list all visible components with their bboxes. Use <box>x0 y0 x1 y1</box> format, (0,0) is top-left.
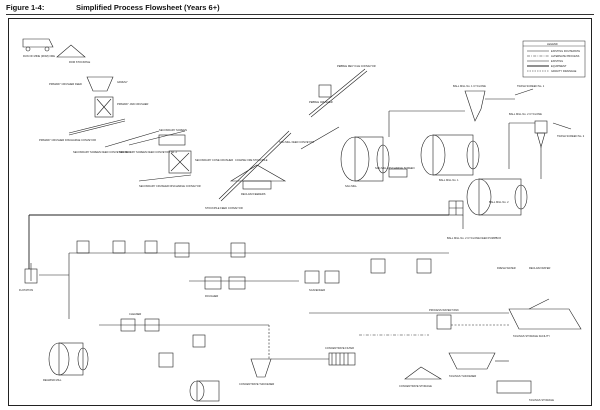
figure-number: Figure 1-4: <box>6 3 45 12</box>
legend-item: EQUIPMENT <box>551 64 567 68</box>
pebble-crusher <box>318 84 332 98</box>
cleaner-cells <box>120 318 206 368</box>
secondary-screen-conveyors <box>104 130 186 148</box>
label-sag-mill: SAG MILL <box>345 184 358 188</box>
label-tailings-thickener: TAILINGS THICKENER <box>449 374 476 378</box>
figure-header: Figure 1-4: Simplified Process Flowsheet… <box>6 3 596 15</box>
regrind-mill <box>48 342 89 376</box>
label-sag-feed: SAG MILL FEED CONVEYOR <box>279 140 314 144</box>
tailings-storage-facility <box>508 298 582 330</box>
coarse-ore-stockpile <box>229 164 287 190</box>
label-run-of-mine: RUN OF MINE (ROM) ORE <box>23 54 55 58</box>
label-cyclone-1: BALL MILL No. 1 CYCLONE <box>453 84 486 88</box>
label-conc-filter: CONCENTRATE FILTER <box>325 346 354 350</box>
sag-mill-feed-conveyor <box>300 126 340 150</box>
trash-screen-2 <box>552 122 572 130</box>
cyclone-feed-pumpbox <box>448 200 464 216</box>
label-sec-screen: SECONDARY SCREEN <box>159 128 187 132</box>
label-ball-mill-2: BALL MILL No. 2 <box>489 200 509 204</box>
reclaim-pump <box>496 380 532 394</box>
legend-item: ALTERNATE PROCESS <box>551 54 580 58</box>
label-sag-screen: SAG MILL DISCHARGE SCREEN <box>375 166 415 170</box>
label-primary-jaw: PRIMARY JAW CRUSHER <box>117 102 148 106</box>
sag-mill <box>340 136 390 182</box>
equipment-labels: RUN OF MINE (ROM) ORE ROM STOCKPILE PRIM… <box>19 54 585 402</box>
label-conc-thickener: CONCENTRATE THICKENER <box>239 382 274 386</box>
legend-item: EXISTING ROUTE/PATH <box>551 49 580 53</box>
label-tsf: TAILINGS STORAGE <box>529 398 554 402</box>
flowsheet-diagram: LEGEND EXISTING ROUTE/PATH ALTERNATE PRO… <box>19 38 586 402</box>
sag-screen <box>388 168 408 178</box>
label-primary-discharge: PRIMARY CRUSHER DISCHARGE CONVEYOR <box>39 138 96 142</box>
label-flotation: FLOTATION <box>19 288 33 292</box>
secondary-cone-crusher <box>168 150 192 174</box>
cyclone-1 <box>464 90 486 122</box>
label-primary-crusher-feed: PRIMARY CRUSHER FEED <box>49 82 82 86</box>
label-pebble-conveyor: PEBBLE RECYCLE CONVEYOR <box>337 64 376 68</box>
flowsheet-sheet: LEGEND EXISTING ROUTE/PATH ALTERNATE PRO… <box>8 18 592 406</box>
ball-mill-1 <box>420 134 480 176</box>
header-rule <box>6 14 594 15</box>
primary-hopper <box>86 76 114 92</box>
label-cyclone-2: BALL MILL No. 2 CYCLONE <box>509 112 542 116</box>
label-reclaim: RECLAIM FEEDERS <box>241 192 266 196</box>
concentrate-storage <box>404 366 443 380</box>
stockpile-feed-conveyor <box>218 130 292 202</box>
conditioning-tank <box>24 263 38 284</box>
label-reclaim-water: RECLAIM WATER <box>529 266 550 270</box>
label-process-water: PROCESS WATER TANK <box>429 308 459 312</box>
cleaner-mill <box>189 380 220 402</box>
label-ball-mill-1: BALL MILL No. 1 <box>439 178 459 182</box>
label-rom-stockpile: ROM STOCKPILE <box>69 60 91 64</box>
label-stockpile-feed: STOCKPILE FEED CONVEYOR <box>205 206 243 210</box>
label-scavenger: SCAVENGER <box>309 288 325 292</box>
label-regrind-mill: REGRIND MILL <box>43 378 62 382</box>
legend-item: GRAVITY DRAINAGE <box>551 69 577 73</box>
process-water-tank <box>436 314 452 330</box>
rougher-cells <box>76 240 246 258</box>
primary-jaw-crusher <box>94 96 114 118</box>
legend-box <box>522 40 586 78</box>
label-trash-1: TRASH SCREEN No. 1 <box>517 84 545 88</box>
legend-item: EXISTING <box>551 59 563 63</box>
label-sec-discharge: SECONDARY CRUSHER DISCHARGE CONVEYOR <box>139 184 201 188</box>
label-fresh-water: FRESH WATER <box>497 266 516 270</box>
figure-title: Simplified Process Flowsheet (Years 6+) <box>76 3 220 12</box>
legend-title: LEGEND <box>547 42 558 46</box>
label-cyclone-feed-2: BALL MILL No. 2 CYCLONE FEED PUMPBOX <box>447 236 501 240</box>
ball-mill-2 <box>466 178 528 216</box>
concentrate-filter <box>328 352 356 366</box>
label-pebble-crusher: PEBBLE CRUSHER <box>309 100 333 104</box>
primary-discharge-conveyor <box>68 118 126 136</box>
rom-stockpile <box>56 44 86 58</box>
flotation-bank-1 <box>204 276 246 290</box>
label-cleaner: CLEANER <box>129 312 141 316</box>
label-grizzly: GRIZZLY <box>117 80 128 84</box>
concentrate-thickener <box>250 358 272 378</box>
tailings-thickener <box>448 352 496 370</box>
pebble-recycle-conveyor <box>308 68 368 118</box>
cyclone-2 <box>534 120 548 149</box>
label-trash-2: TRASH SCREEN No. 2 <box>557 134 585 138</box>
trash-screen-1 <box>514 88 534 96</box>
label-tailings-pond: TAILINGS STORAGE FACILITY <box>513 334 550 338</box>
secondary-screen <box>158 134 186 146</box>
label-coarse-ore: COARSE ORE STOCKPILE <box>235 158 268 162</box>
label-sec-screen-2: SECONDARY SCREEN FEED CONVEYOR No. 2 <box>119 150 178 154</box>
legend-text: LEGEND EXISTING ROUTE/PATH ALTERNATE PRO… <box>547 42 580 73</box>
label-rougher: ROUGHER <box>205 294 218 298</box>
label-sec-screen-1: SECONDARY SCREEN FEED CONVEYOR No. 1 <box>73 150 132 154</box>
label-sec-cone: SECONDARY CONE CRUSHER <box>195 158 233 162</box>
flotation-bank-2 <box>304 258 432 284</box>
label-conc-storage: CONCENTRATE STORAGE <box>399 384 432 388</box>
haul-truck <box>22 38 54 52</box>
